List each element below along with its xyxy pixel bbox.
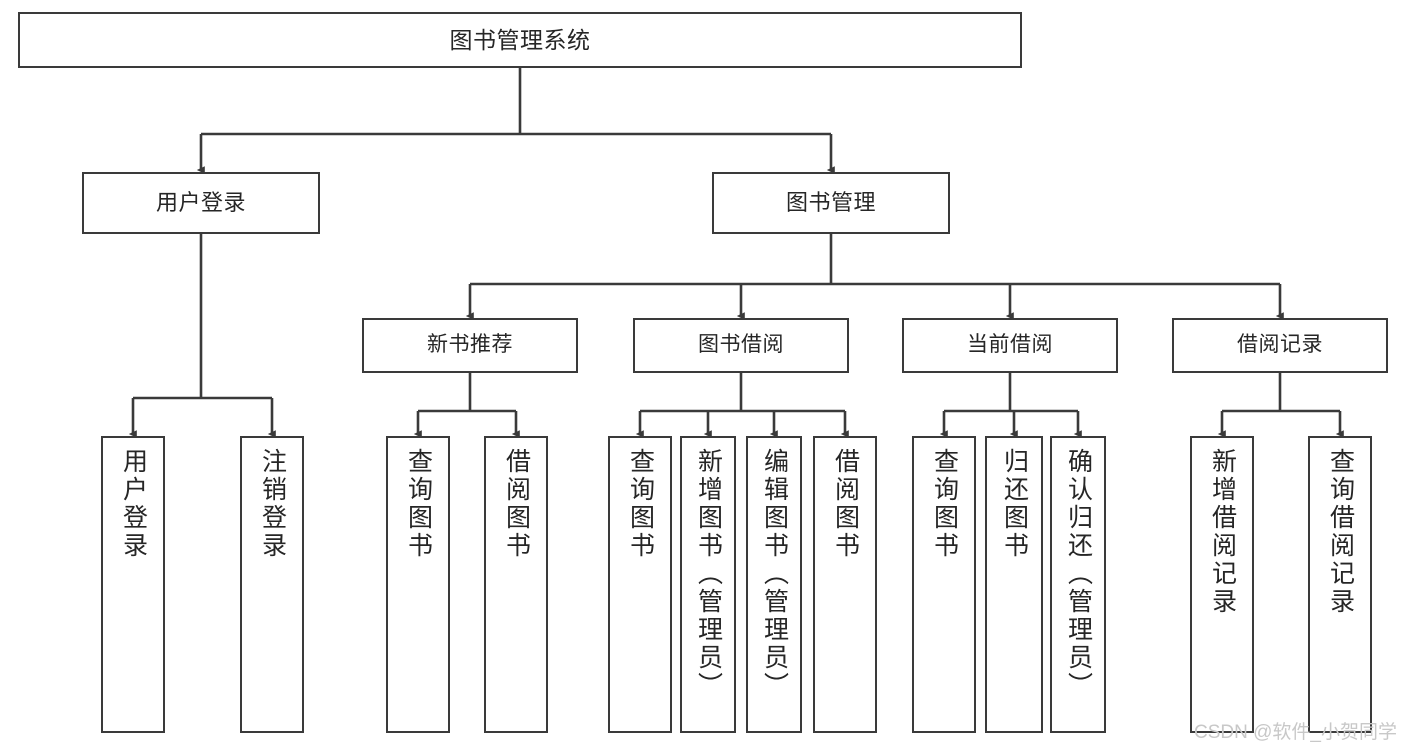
node-label-leaf-add-book: 新增图书（管理员） [694, 448, 723, 700]
node-leaf-confirm-return[interactable]: 确认归还（管理员） [1050, 436, 1106, 733]
node-leaf-user-login[interactable]: 用户登录 [101, 436, 165, 733]
node-label-leaf-borrow-book-2: 借阅图书 [831, 448, 860, 560]
node-label-leaf-user-login: 用户登录 [119, 448, 148, 560]
node-label-book-borrow: 图书借阅 [698, 333, 784, 357]
node-label-leaf-borrow-book-1: 借阅图书 [502, 448, 531, 560]
node-label-borrow-record: 借阅记录 [1237, 333, 1323, 357]
node-label-leaf-query-book-1: 查询图书 [404, 448, 433, 560]
node-label-leaf-query-book-2: 查询图书 [626, 448, 655, 560]
node-leaf-query-book-2[interactable]: 查询图书 [608, 436, 672, 733]
node-leaf-add-record[interactable]: 新增借阅记录 [1190, 436, 1254, 733]
node-user-login[interactable]: 用户登录 [82, 172, 320, 234]
node-label-leaf-confirm-return: 确认归还（管理员） [1064, 448, 1093, 700]
node-leaf-query-book-1[interactable]: 查询图书 [386, 436, 450, 733]
watermark-text: CSDN @软件_小贺同学 [1194, 722, 1397, 743]
node-label-new-book-rec: 新书推荐 [427, 333, 513, 357]
node-book-borrow[interactable]: 图书借阅 [633, 318, 849, 373]
node-leaf-query-record[interactable]: 查询借阅记录 [1308, 436, 1372, 733]
node-label-book-manage: 图书管理 [785, 190, 876, 216]
node-label-root: 图书管理系统 [449, 26, 591, 53]
node-label-current-borrow: 当前借阅 [967, 333, 1053, 357]
node-leaf-edit-book[interactable]: 编辑图书（管理员） [746, 436, 802, 733]
node-root[interactable]: 图书管理系统 [18, 12, 1022, 68]
node-label-leaf-edit-book: 编辑图书（管理员） [760, 448, 789, 700]
node-new-book-rec[interactable]: 新书推荐 [362, 318, 578, 373]
node-leaf-return-book[interactable]: 归还图书 [985, 436, 1043, 733]
node-label-leaf-user-logout: 注销登录 [258, 448, 287, 560]
node-current-borrow[interactable]: 当前借阅 [902, 318, 1118, 373]
node-leaf-query-book-3[interactable]: 查询图书 [912, 436, 976, 733]
node-leaf-add-book[interactable]: 新增图书（管理员） [680, 436, 736, 733]
node-leaf-borrow-book-2[interactable]: 借阅图书 [813, 436, 877, 733]
node-label-user-login: 用户登录 [155, 190, 246, 216]
node-label-leaf-return-book: 归还图书 [1000, 448, 1029, 560]
node-label-leaf-query-book-3: 查询图书 [930, 448, 959, 560]
node-borrow-record[interactable]: 借阅记录 [1172, 318, 1388, 373]
node-label-leaf-query-record: 查询借阅记录 [1326, 448, 1355, 616]
node-book-manage[interactable]: 图书管理 [712, 172, 950, 234]
node-label-leaf-add-record: 新增借阅记录 [1208, 448, 1237, 616]
node-leaf-user-logout[interactable]: 注销登录 [240, 436, 304, 733]
node-leaf-borrow-book-1[interactable]: 借阅图书 [484, 436, 548, 733]
